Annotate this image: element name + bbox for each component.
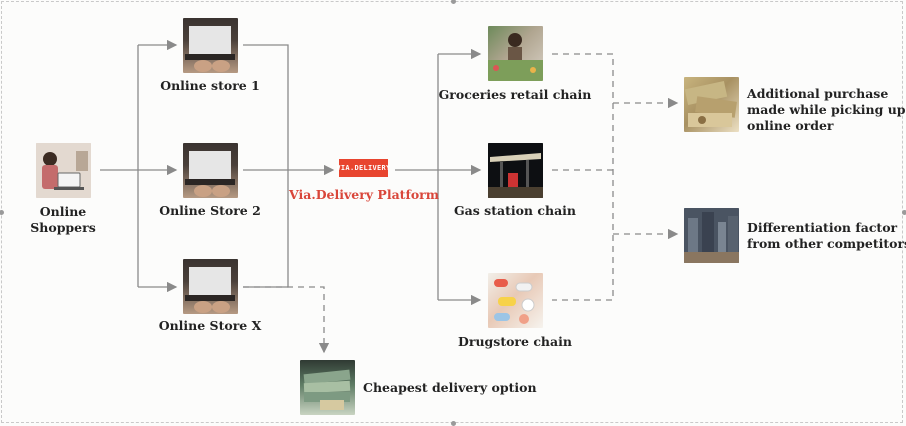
cheapest-label: Cheapest delivery option bbox=[363, 380, 537, 395]
money-photo bbox=[684, 77, 739, 132]
grocery-photo bbox=[488, 26, 543, 81]
shoppers-label-line1: Online bbox=[39, 204, 87, 219]
frame-handle-top[interactable] bbox=[451, 0, 456, 4]
shoppers-label-line2: Shoppers bbox=[30, 220, 96, 235]
grocery-label: Groceries retail chain bbox=[438, 87, 592, 102]
gas-label: Gas station chain bbox=[453, 203, 577, 218]
benefit1-label: Additional purchase made while picking u… bbox=[747, 86, 906, 134]
via-delivery-logo: VIA.DELIVERY bbox=[336, 159, 391, 177]
pharmacy-photo bbox=[488, 273, 543, 328]
frame-handle-left[interactable] bbox=[0, 210, 4, 215]
storeX-label: Online Store X bbox=[158, 318, 262, 333]
drug-label: Drugstore chain bbox=[458, 334, 572, 349]
edge-storeX-cheapest bbox=[243, 286, 330, 354]
benefit2-line1: Differentiation factor bbox=[747, 220, 898, 235]
storeX-laptop-photo bbox=[183, 259, 238, 314]
benefit2-line2: from other competitors bbox=[747, 236, 906, 251]
benefit2-label: Differentiation factor from other compet… bbox=[747, 220, 906, 252]
store2-laptop-photo bbox=[183, 143, 238, 198]
frame-handle-right[interactable] bbox=[902, 210, 906, 215]
benefit1-line2: made while picking up bbox=[747, 102, 906, 117]
shoppers-label: Online Shoppers bbox=[30, 204, 96, 236]
store1-label: Online store 1 bbox=[160, 78, 260, 93]
logo-text: VIA.DELIVERY bbox=[336, 164, 391, 172]
cash-photo bbox=[300, 360, 355, 415]
platform-label: Via.Delivery Platform bbox=[289, 187, 439, 202]
shopper-photo bbox=[36, 143, 91, 198]
store1-laptop-photo bbox=[183, 18, 238, 73]
gas-station-photo bbox=[488, 143, 543, 198]
city-photo bbox=[684, 208, 739, 263]
benefit1-line1: Additional purchase bbox=[747, 86, 889, 101]
frame-handle-bottom[interactable] bbox=[451, 421, 456, 426]
benefit1-line3: online order bbox=[747, 118, 834, 133]
store2-label: Online Store 2 bbox=[159, 203, 261, 218]
